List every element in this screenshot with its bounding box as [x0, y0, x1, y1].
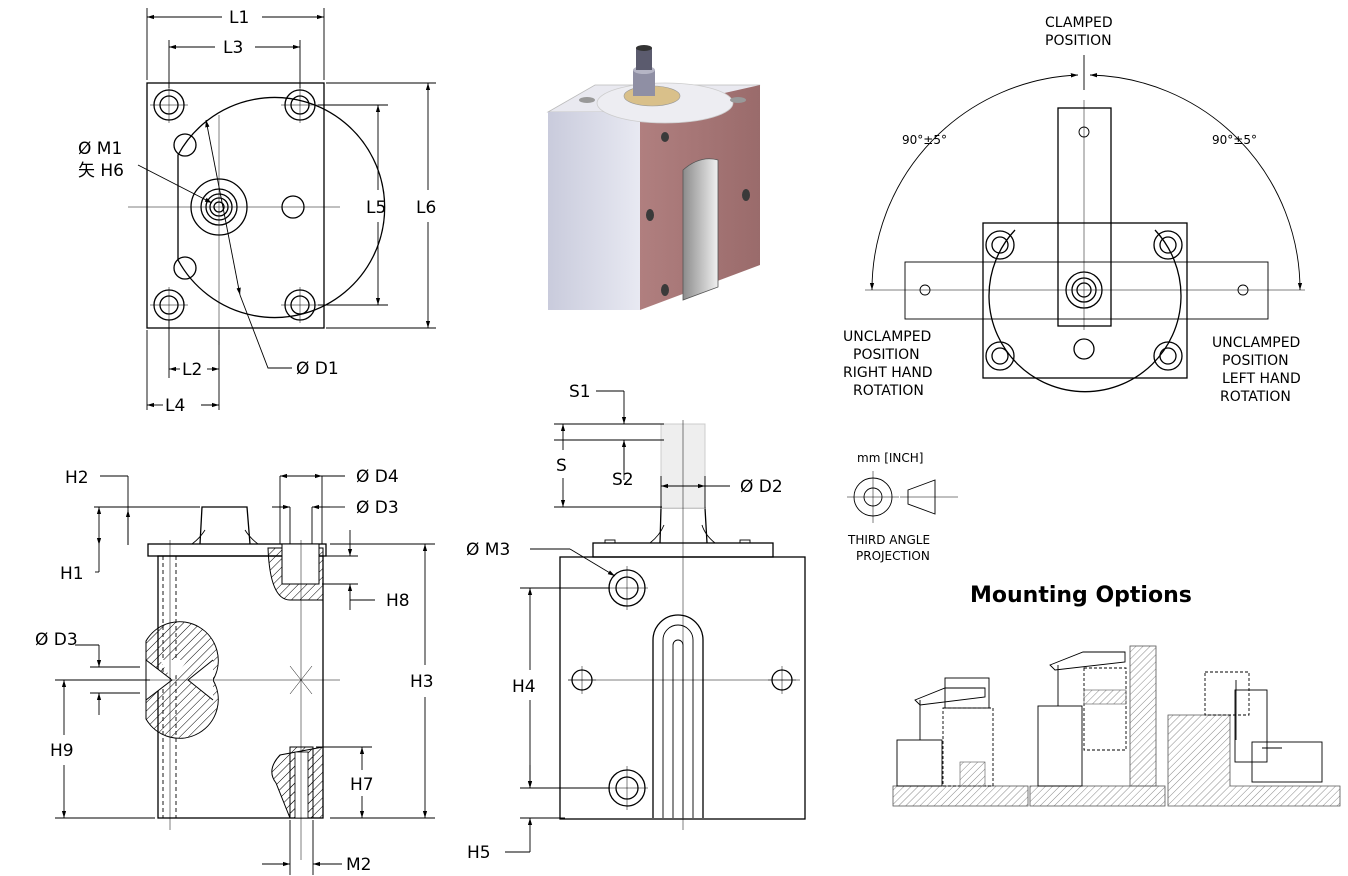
- unclamped-right-2: POSITION: [853, 347, 920, 363]
- label-H8: H8: [386, 591, 410, 611]
- top-view-flange: [177, 96, 386, 319]
- label-S: S: [556, 456, 567, 476]
- projection-symbol: mm [INCH] THIRD ANGLE PROJECTION: [847, 451, 958, 563]
- block-slot: [682, 158, 719, 301]
- top-view-body: [146, 82, 325, 329]
- label-H6: ⽮ H6: [78, 161, 124, 181]
- label-M3: Ø M3: [466, 540, 510, 560]
- label-D1: Ø D1: [296, 359, 339, 379]
- label-H5: H5: [467, 843, 491, 863]
- rotation-view: CLAMPED POSITION 90°±5° 90°±5° UNCLAM: [843, 15, 1305, 405]
- label-H4: H4: [512, 677, 536, 697]
- label-L6: L6: [416, 198, 436, 218]
- projection-caption-2: PROJECTION: [856, 549, 930, 563]
- clamped-label-1: CLAMPED: [1045, 15, 1113, 31]
- label-H1: H1: [60, 564, 84, 584]
- unclamped-right-1: UNCLAMPED: [843, 329, 931, 345]
- mounting-title: Mounting Options: [970, 583, 1192, 608]
- unclamped-left-1: UNCLAMPED: [1212, 335, 1300, 351]
- label-L3: L3: [223, 38, 243, 58]
- label-S2: S2: [612, 470, 634, 490]
- label-H7: H7: [350, 775, 374, 795]
- projection-caption-1: THIRD ANGLE: [847, 533, 930, 547]
- label-L1: L1: [229, 8, 249, 28]
- label-S1: S1: [569, 382, 591, 402]
- angle-left: 90°±5°: [902, 133, 947, 147]
- mount-option-1: [892, 677, 1029, 807]
- clamped-label-2: POSITION: [1045, 33, 1112, 49]
- unclamped-left-2: POSITION: [1222, 353, 1289, 369]
- label-H9: H9: [50, 741, 74, 761]
- label-H2: H2: [65, 468, 89, 488]
- label-D3a: Ø D3: [35, 630, 78, 650]
- label-M2: M2: [346, 855, 371, 875]
- label-D3b: Ø D3: [356, 498, 399, 518]
- label-D4: Ø D4: [356, 467, 399, 487]
- corner-holes: [150, 87, 319, 323]
- top-view: Ø D1 Ø M1 ⽮ H6 L1 L3 L5 L6 L2: [78, 8, 436, 416]
- unclamped-left-3: LEFT HAND: [1222, 371, 1301, 387]
- units-label: mm [INCH]: [857, 451, 923, 465]
- label-L2: L2: [182, 360, 202, 380]
- rot-base: [982, 222, 1188, 379]
- label-M1: Ø M1: [78, 139, 122, 159]
- mounting-options: Mounting Options: [892, 583, 1341, 807]
- iso-render: [546, 45, 761, 310]
- label-L4: L4: [165, 396, 185, 416]
- side-view: H2 H1 Ø D4 Ø D3 H8 H3: [35, 467, 435, 875]
- front-body: [559, 556, 806, 820]
- label-D2: Ø D2: [740, 477, 783, 497]
- unclamped-right-3: RIGHT HAND: [843, 365, 933, 381]
- unclamped-left-4: ROTATION: [1220, 389, 1291, 405]
- label-L5: L5: [366, 198, 386, 218]
- unclamped-right-4: ROTATION: [853, 383, 924, 399]
- label-H3: H3: [410, 672, 434, 692]
- arm-clamped: [1057, 107, 1112, 327]
- angle-right: 90°±5°: [1212, 133, 1257, 147]
- arm-unclamped: [904, 261, 1269, 320]
- mount-option-2: [1029, 645, 1166, 807]
- block-side: [548, 112, 640, 310]
- front-view: S1 S S2 Ø D2 Ø M3 H4 H5: [466, 382, 806, 863]
- mount-option-3: [1167, 671, 1341, 807]
